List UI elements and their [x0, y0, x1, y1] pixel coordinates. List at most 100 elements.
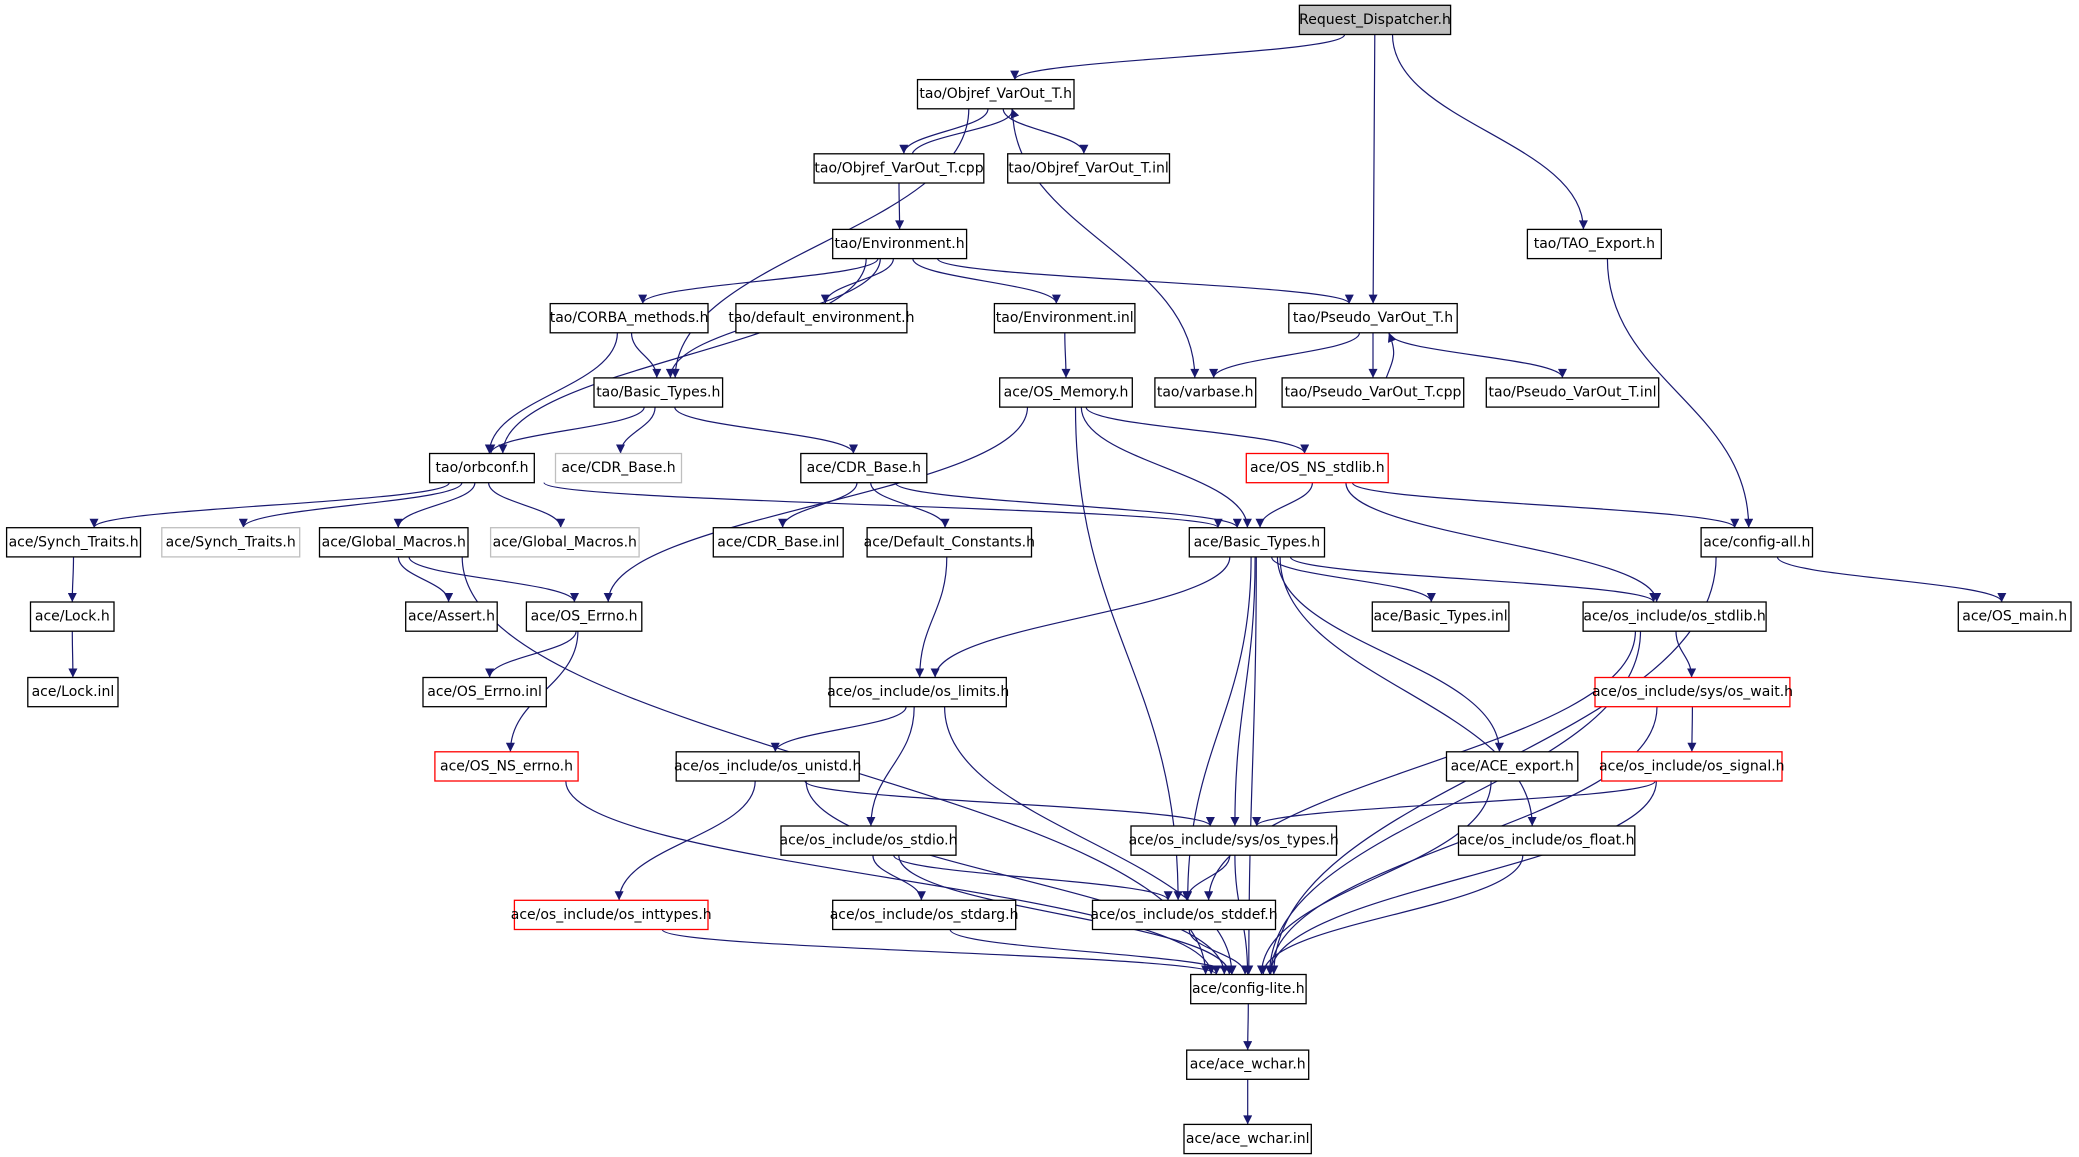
- node-label: tao/Pseudo_VarOut_T.inl: [1489, 385, 1657, 401]
- node-tao-pseudo-varout-t-h[interactable]: tao/Pseudo_VarOut_T.h: [1288, 302, 1458, 334]
- node-ace-synch-traits-h[interactable]: ace/Synch_Traits.h: [5, 527, 142, 558]
- edge-n38-to-n48: [565, 780, 1216, 975]
- node-label: ace/os_include/os_stdarg.h: [830, 907, 1019, 923]
- node-ace-synch-traits-h[interactable]: ace/Synch_Traits.h: [161, 527, 301, 558]
- node-ace-ace-export-h[interactable]: ace/ACE_export.h: [1445, 751, 1579, 782]
- node-tao-objref-varout-t-h[interactable]: tao/Objref_VarOut_T.h: [916, 78, 1075, 110]
- node-label: ace/OS_NS_stdlib.h: [1250, 460, 1385, 476]
- node-ace-basic-types-inl[interactable]: ace/Basic_Types.inl: [1371, 601, 1510, 632]
- node-ace-os-memory-h[interactable]: ace/OS_Memory.h: [999, 377, 1133, 408]
- node-ace-os-ns-errno-h[interactable]: ace/OS_NS_errno.h: [434, 751, 579, 782]
- edge-n10-to-n13: [1209, 332, 1361, 379]
- node-tao-environment-h[interactable]: tao/Environment.h: [832, 228, 968, 260]
- node-ace-os-include-os-stdarg-h[interactable]: ace/os_include/os_stdarg.h: [830, 899, 1019, 931]
- file-nodes: Request_Dispatcher.h tao/Objref_VarOut_T.…: [5, 4, 2072, 1155]
- edge-n26-to-n44: [1279, 556, 1537, 827]
- node-tao-objref-varout-t-inl[interactable]: tao/Objref_VarOut_T.inl: [1007, 153, 1171, 184]
- node-ace-cdr-base-inl[interactable]: ace/CDR_Base.inl: [712, 527, 844, 558]
- node-tao-default-environment-h[interactable]: tao/default_environment.h: [728, 302, 914, 334]
- node-request-dispatcher-h[interactable]: Request_Dispatcher.h: [1298, 4, 1452, 36]
- node-label: tao/Environment.inl: [996, 310, 1134, 326]
- node-ace-os-include-os-inttypes-h[interactable]: ace/os_include/os_inttypes.h: [511, 899, 712, 931]
- edge-n16-to-n21: [238, 482, 463, 528]
- node-box: [318, 527, 469, 558]
- node-ace-os-include-sys-os-wait-h[interactable]: ace/os_include/sys/os_wait.h: [1592, 676, 1793, 708]
- node-ace-config-all-h[interactable]: ace/config-all.h: [1700, 527, 1814, 558]
- node-label: ace/Default_Constants.h: [864, 534, 1035, 550]
- node-ace-os-include-os-float-h[interactable]: ace/os_include/os_float.h: [1457, 825, 1636, 856]
- node-label: ace/os_include/sys/os_wait.h: [1592, 684, 1793, 700]
- node-ace-os-include-os-stdio-h[interactable]: ace/os_include/os_stdio.h: [780, 825, 958, 856]
- node-box: [1091, 899, 1277, 931]
- node-label: ace/OS_main.h: [1962, 609, 2067, 625]
- node-tao-pseudo-varout-t-cpp[interactable]: tao/Pseudo_VarOut_T.cpp: [1281, 377, 1465, 408]
- node-box: [999, 377, 1133, 408]
- edge-n25-to-n36: [915, 556, 948, 678]
- node-ace-global-macros-h[interactable]: ace/Global_Macros.h: [489, 527, 640, 558]
- node-ace-os-include-os-unistd-h[interactable]: ace/os_include/os_unistd.h: [674, 751, 861, 782]
- node-label: tao/Objref_VarOut_T.inl: [1008, 160, 1168, 176]
- node-box: [1245, 452, 1389, 484]
- edge-n41-to-n43: [1252, 780, 1656, 827]
- node-ace-default-constants-h[interactable]: ace/Default_Constants.h: [864, 527, 1035, 558]
- node-label: ace/ACE_export.h: [1451, 758, 1574, 774]
- node-label: ace/Global_Macros.h: [493, 534, 637, 550]
- node-ace-os-include-os-stddef-h[interactable]: ace/os_include/os_stddef.h: [1090, 899, 1278, 931]
- node-box: [422, 676, 547, 708]
- node-label: Request_Dispatcher.h: [1299, 12, 1451, 28]
- node-ace-os-errno-h[interactable]: ace/OS_Errno.h: [525, 601, 643, 632]
- edge-n18-to-n24: [778, 482, 858, 528]
- node-ace-ace-wchar-inl[interactable]: ace/ace_wchar.inl: [1183, 1123, 1312, 1155]
- edge-n7-to-n11: [630, 332, 662, 378]
- node-ace-basic-types-h[interactable]: ace/Basic_Types.h: [1188, 527, 1326, 558]
- node-box: [1298, 4, 1452, 36]
- node-label: tao/TAO_Export.h: [1534, 236, 1655, 252]
- node-ace-cdr-base-h[interactable]: ace/CDR_Base.h: [800, 452, 928, 484]
- node-ace-assert-h[interactable]: ace/Assert.h: [405, 601, 498, 632]
- node-label: ace/CDR_Base.inl: [717, 534, 839, 550]
- node-label: tao/Basic_Types.h: [596, 385, 720, 401]
- node-ace-ace-wchar-h[interactable]: ace/ace_wchar.h: [1186, 1049, 1310, 1080]
- node-tao-objref-varout-t-cpp[interactable]: tao/Objref_VarOut_T.cpp: [813, 153, 985, 184]
- edge-n2-to-n4: [1002, 108, 1089, 154]
- edge-n32-to-n37: [1675, 631, 1697, 678]
- node-box: [1007, 153, 1171, 184]
- node-label: ace/Basic_Types.h: [1194, 534, 1320, 550]
- node-tao-tao-export-h[interactable]: tao/TAO_Export.h: [1526, 228, 1662, 260]
- node-tao-pseudo-varout-t-inl[interactable]: tao/Pseudo_VarOut_T.inl: [1485, 377, 1660, 408]
- node-tao-basic-types-h[interactable]: tao/Basic_Types.h: [593, 377, 724, 408]
- node-label: tao/Objref_VarOut_T.h: [919, 86, 1072, 102]
- node-label: ace/OS_Errno.inl: [427, 684, 542, 700]
- node-tao-corba-methods-h[interactable]: tao/CORBA_methods.h: [549, 302, 709, 334]
- node-ace-os-include-os-stdlib-h[interactable]: ace/os_include/os_stdlib.h: [1582, 601, 1767, 632]
- node-ace-config-lite-h[interactable]: ace/config-lite.h: [1190, 973, 1307, 1005]
- edge-n26-to-n40: [1276, 556, 1504, 752]
- node-ace-cdr-base-h[interactable]: ace/CDR_Base.h: [554, 452, 683, 484]
- node-ace-os-errno-inl[interactable]: ace/OS_Errno.inl: [422, 676, 547, 708]
- edge-n5-to-n7: [638, 258, 879, 304]
- node-tao-environment-inl[interactable]: tao/Environment.inl: [993, 302, 1136, 334]
- node-ace-os-include-sys-os-types-h[interactable]: ace/os_include/sys/os_types.h: [1129, 825, 1339, 856]
- node-box: [513, 899, 709, 931]
- node-tao-varbase-h[interactable]: tao/varbase.h: [1154, 377, 1257, 408]
- node-box: [1457, 825, 1636, 856]
- edge-n19-to-n32: [1345, 482, 1662, 603]
- node-ace-os-main-h[interactable]: ace/OS_main.h: [1957, 601, 2072, 632]
- node-ace-lock-inl[interactable]: ace/Lock.inl: [27, 676, 119, 708]
- node-box: [554, 452, 683, 484]
- node-ace-os-ns-stdlib-h[interactable]: ace/OS_NS_stdlib.h: [1245, 452, 1389, 484]
- node-box: [1188, 527, 1326, 558]
- node-ace-os-include-os-signal-h[interactable]: ace/os_include/os_signal.h: [1599, 751, 1785, 782]
- node-box: [1154, 377, 1257, 408]
- node-ace-global-macros-h[interactable]: ace/Global_Macros.h: [318, 527, 469, 558]
- edge-n42-to-n48: [898, 855, 1234, 975]
- node-label: ace/os_include/os_limits.h: [827, 684, 1009, 700]
- node-ace-os-include-os-limits-h[interactable]: ace/os_include/os_limits.h: [827, 676, 1009, 708]
- edge-n18-to-n26: [894, 482, 1242, 529]
- edge-n16-to-n23: [488, 482, 566, 528]
- node-label: ace/OS_Errno.h: [531, 609, 638, 625]
- node-tao-orbconf-h[interactable]: tao/orbconf.h: [428, 452, 535, 484]
- edge-n41-to-n48: [1266, 780, 1657, 975]
- edge-n1-to-n10: [1368, 34, 1378, 304]
- node-ace-lock-h[interactable]: ace/Lock.h: [29, 601, 115, 632]
